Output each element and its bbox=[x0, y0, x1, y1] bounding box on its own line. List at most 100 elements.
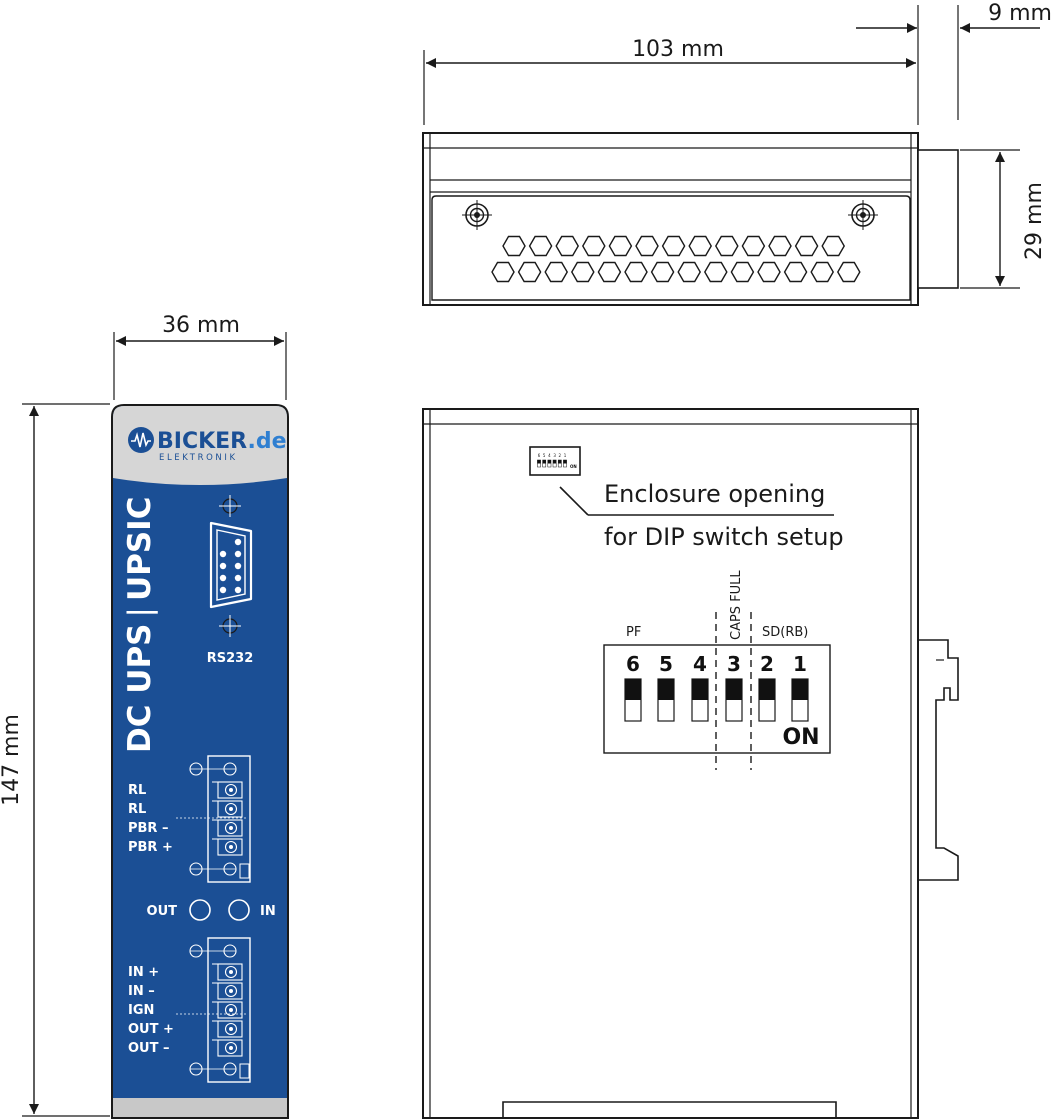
on-label: ON bbox=[782, 725, 819, 750]
switch-number-1: 1 bbox=[793, 652, 807, 676]
dim-label-width-front: 36 mm bbox=[162, 313, 240, 338]
terminal-label-in-plus: IN + bbox=[128, 965, 159, 980]
vent-hole bbox=[597, 261, 622, 283]
dip-switch-lever bbox=[658, 679, 674, 700]
terminal-block-bottom: IN + IN – IGN OUT + OUT – bbox=[128, 937, 251, 1083]
pin bbox=[234, 538, 242, 546]
mini-switch-lever bbox=[563, 460, 567, 464]
switch-number-2: 2 bbox=[760, 652, 774, 676]
terminal-screw-center bbox=[229, 989, 233, 993]
terminal-screw-center bbox=[229, 1008, 233, 1012]
vent-hole bbox=[688, 235, 713, 257]
rs232-pins bbox=[219, 538, 242, 594]
vent-hole bbox=[581, 235, 606, 257]
pin bbox=[234, 550, 242, 558]
mini-switch-number: 4 bbox=[548, 453, 551, 458]
dip-switch-lever bbox=[726, 679, 742, 700]
dip-switch-lever bbox=[759, 679, 775, 700]
terminal-screw-icon bbox=[224, 840, 238, 854]
terminal-screw-icon bbox=[224, 1022, 238, 1036]
terminal-screw-center bbox=[229, 826, 233, 830]
svg-text:BICKER.de: BICKER.de bbox=[157, 429, 287, 454]
dip-switch-lever bbox=[625, 679, 641, 700]
terminal-screw-center bbox=[229, 1046, 233, 1050]
vent-hole bbox=[502, 235, 526, 257]
terminal-slot bbox=[217, 819, 243, 837]
terminal-slot bbox=[217, 838, 243, 856]
front-panel-header bbox=[113, 406, 287, 485]
vent-hole bbox=[570, 261, 595, 283]
terminal-slot bbox=[217, 1001, 243, 1019]
terminal-label-out-minus: OUT – bbox=[128, 1041, 170, 1056]
terminal-screw-center bbox=[229, 845, 233, 849]
group-label-pf: PF bbox=[626, 625, 641, 640]
callout-line-2: for DIP switch setup bbox=[604, 523, 844, 551]
vent-hole bbox=[821, 235, 846, 257]
terminal-label-rl-1: RL bbox=[128, 783, 146, 798]
vent-hole bbox=[703, 261, 728, 283]
svg-text:DC UPS|UPSIC: DC UPS | UPSIC bbox=[122, 497, 158, 753]
screw-icon bbox=[462, 200, 492, 230]
mini-switch-lever bbox=[547, 460, 551, 464]
terminal-slot bbox=[217, 781, 243, 799]
switch-number-5: 5 bbox=[659, 652, 673, 676]
terminal-slot bbox=[217, 800, 243, 818]
vent-hole bbox=[730, 261, 755, 283]
product-name-right: UPSIC bbox=[122, 497, 158, 602]
terminal-label-out-plus: OUT + bbox=[128, 1022, 174, 1037]
terminal-screw-icon bbox=[224, 984, 238, 998]
led-label-out: OUT bbox=[147, 904, 178, 919]
vent-hole bbox=[635, 235, 659, 257]
terminal-label-in-minus: IN – bbox=[128, 984, 155, 999]
terminal-screw-center bbox=[229, 970, 233, 974]
vent-hole bbox=[491, 261, 515, 283]
mini-switch-lever bbox=[553, 460, 557, 464]
mini-switch-lever bbox=[537, 460, 541, 464]
dip-switch-lever bbox=[692, 679, 708, 700]
rs232-label: RS232 bbox=[207, 651, 254, 666]
vent-hole bbox=[544, 261, 569, 283]
terminal-screw-center bbox=[229, 788, 233, 792]
brand-main: BICKER bbox=[157, 429, 248, 454]
switch-number-4: 4 bbox=[693, 652, 707, 676]
mini-switch-number: 1 bbox=[564, 453, 567, 458]
terminal-screw-icon bbox=[224, 1003, 238, 1017]
vent-hole bbox=[783, 261, 808, 283]
vent-hole bbox=[677, 261, 702, 283]
mini-switch-number: 5 bbox=[543, 453, 546, 458]
led-out-icon bbox=[189, 899, 211, 921]
vent-hole bbox=[608, 235, 633, 257]
top-view: 103 mm 9 mm bbox=[422, 1, 1052, 306]
terminal-label-rl-2: RL bbox=[128, 802, 146, 817]
front-view: 36 mm 147 mm BICKER.de ELEKTRONIK DC UPS… bbox=[0, 313, 289, 1119]
vent-hole bbox=[768, 235, 792, 257]
product-separator: | bbox=[122, 607, 158, 617]
pin bbox=[219, 574, 227, 582]
vent-hole bbox=[714, 235, 739, 257]
rs232-connector: RS232 bbox=[207, 495, 254, 666]
pin bbox=[219, 562, 227, 570]
mini-switch-lever bbox=[558, 460, 562, 464]
dip-switch-lever bbox=[792, 679, 808, 700]
dim-label-width-top: 103 mm bbox=[632, 37, 724, 62]
ventilation-grid bbox=[491, 235, 861, 283]
din-rail-clip bbox=[918, 639, 959, 881]
brand-domain: .de bbox=[248, 429, 287, 454]
terminal-screw-icon bbox=[224, 783, 238, 797]
mini-switch-number: 3 bbox=[553, 453, 556, 458]
vent-hole bbox=[836, 261, 861, 283]
vent-hole bbox=[794, 235, 819, 257]
vent-hole bbox=[528, 235, 553, 257]
dim-label-depth-top: 9 mm bbox=[988, 1, 1052, 26]
terminal-screw-center bbox=[229, 1027, 233, 1031]
product-name-left: DC UPS bbox=[122, 624, 158, 754]
vent-hole bbox=[741, 235, 766, 257]
callout-line-1: Enclosure opening bbox=[604, 480, 825, 508]
vent-hole bbox=[757, 261, 781, 283]
vent-hole bbox=[650, 261, 675, 283]
terminal-screw-icon bbox=[224, 1041, 238, 1055]
pin bbox=[219, 586, 227, 594]
mini-switch-number: 2 bbox=[559, 453, 562, 458]
